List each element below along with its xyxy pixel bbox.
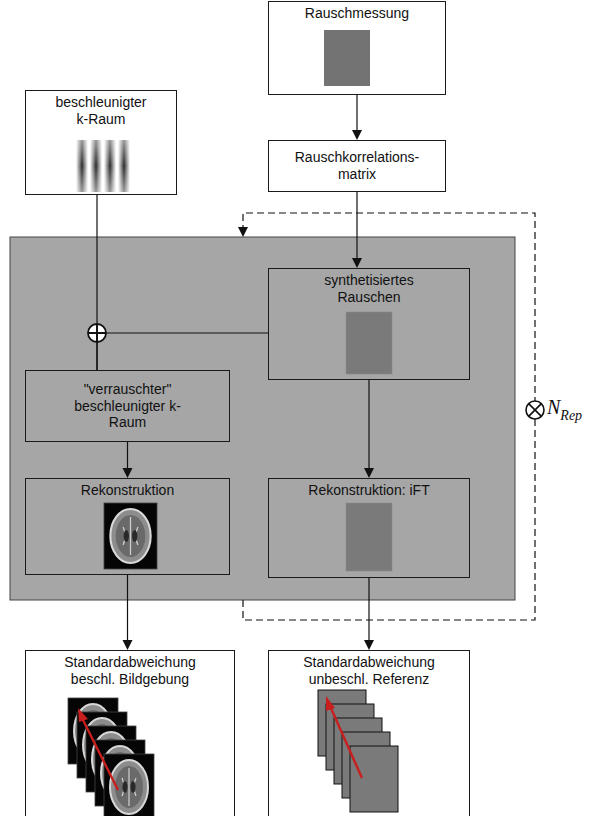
arrowhead bbox=[352, 258, 362, 268]
repetition-loop bbox=[243, 213, 535, 620]
kspace-box: beschleunigter k-Raum bbox=[25, 90, 177, 195]
noise-image bbox=[346, 312, 392, 374]
connector bbox=[352, 192, 362, 268]
noise-image bbox=[324, 30, 370, 86]
matrix-box: Rauschkorrelations- matrix bbox=[268, 140, 446, 192]
node-text: synthetisiertes Rauschen bbox=[303, 269, 435, 309]
measurement-box: Rauschmessung bbox=[268, 1, 446, 95]
node-text: Standardabweichung beschl. Bildgebung bbox=[50, 651, 210, 691]
processing-panel bbox=[10, 237, 515, 600]
noisy-kspace-box: "verrauschter" beschleunigter k-Raum bbox=[25, 370, 230, 442]
connector-line bbox=[356, 192, 357, 260]
arrowhead bbox=[123, 468, 133, 478]
count-subscript: Rep bbox=[560, 408, 582, 423]
repetition-count: NRep bbox=[547, 396, 582, 419]
result-box: Standardabweichung beschl. Bildgebung bbox=[25, 650, 235, 816]
ift-box: Rekonstruktion: iFT bbox=[268, 478, 470, 578]
connector-line bbox=[368, 578, 369, 642]
node-text: Rauschmessung bbox=[301, 2, 413, 25]
node-text: beschleunigter k-Raum bbox=[45, 91, 157, 131]
times-symbol bbox=[526, 401, 544, 419]
connector-line bbox=[127, 575, 128, 642]
connector bbox=[364, 578, 374, 650]
connector bbox=[352, 95, 362, 140]
arrowhead bbox=[364, 468, 374, 478]
count-symbol: N bbox=[547, 396, 560, 418]
noise-stack bbox=[318, 690, 398, 812]
arrowhead bbox=[364, 640, 374, 650]
node-text: Rekonstruktion: iFT bbox=[304, 479, 433, 502]
node-text: Rekonstruktion bbox=[77, 479, 178, 502]
node-text: "verrauschter" beschleunigter k-Raum bbox=[69, 378, 187, 434]
connector-line bbox=[97, 333, 268, 370]
noise-image bbox=[346, 503, 392, 571]
connector bbox=[364, 380, 374, 478]
loop-arrowhead bbox=[238, 227, 248, 237]
connector-line bbox=[127, 442, 128, 470]
connector bbox=[123, 575, 133, 650]
arrowhead bbox=[123, 640, 133, 650]
connector-line bbox=[356, 95, 357, 132]
connector-line bbox=[368, 380, 369, 470]
reconstruction-box: Rekonstruktion bbox=[25, 478, 230, 575]
noise-box: synthetisiertes Rauschen bbox=[268, 268, 470, 380]
connector bbox=[123, 442, 133, 478]
arrowhead bbox=[352, 130, 362, 140]
reference-box: Standardabweichung unbeschl. Referenz bbox=[268, 650, 470, 816]
connector bbox=[97, 333, 268, 370]
node-text: Rauschkorrelations- matrix bbox=[272, 146, 442, 186]
kspace-image bbox=[76, 140, 130, 192]
node-text: Standardabweichung unbeschl. Referenz bbox=[289, 651, 449, 691]
brain-stack bbox=[68, 698, 154, 816]
brain-image bbox=[104, 503, 157, 569]
